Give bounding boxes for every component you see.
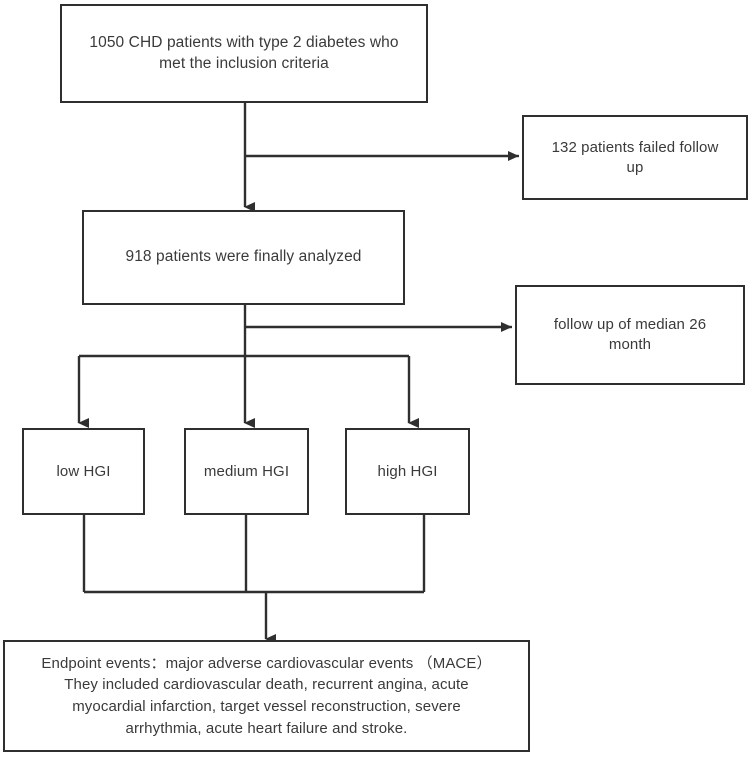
- node-low-hgi-label: low HGI: [56, 462, 111, 480]
- node-analyzed[interactable]: 918 patients were finally analyzed: [82, 210, 405, 305]
- node-lost-to-followup[interactable]: 132 patients failed follow up: [522, 115, 748, 200]
- node-followup-duration[interactable]: follow up of median 26 month: [515, 285, 745, 385]
- node-high-hgi-label: high HGI: [377, 462, 438, 480]
- node-lost-label: 132 patients failed follow up: [551, 138, 719, 176]
- node-endpoint-label: Endpoint events：major adverse cardiovasc…: [41, 654, 492, 737]
- node-medium-hgi[interactable]: medium HGI: [184, 428, 309, 515]
- node-followup-label: follow up of median 26 month: [553, 316, 707, 353]
- node-medium-hgi-label: medium HGI: [203, 462, 290, 480]
- node-analyzed-label: 918 patients were finally analyzed: [125, 248, 362, 266]
- node-endpoint-events[interactable]: Endpoint events：major adverse cardiovasc…: [3, 640, 530, 752]
- node-cohort[interactable]: 1050 CHD patients with type 2 diabetes w…: [60, 4, 428, 103]
- node-cohort-label: 1050 CHD patients with type 2 diabetes w…: [89, 34, 399, 72]
- node-high-hgi[interactable]: high HGI: [345, 428, 470, 515]
- node-low-hgi[interactable]: low HGI: [22, 428, 145, 515]
